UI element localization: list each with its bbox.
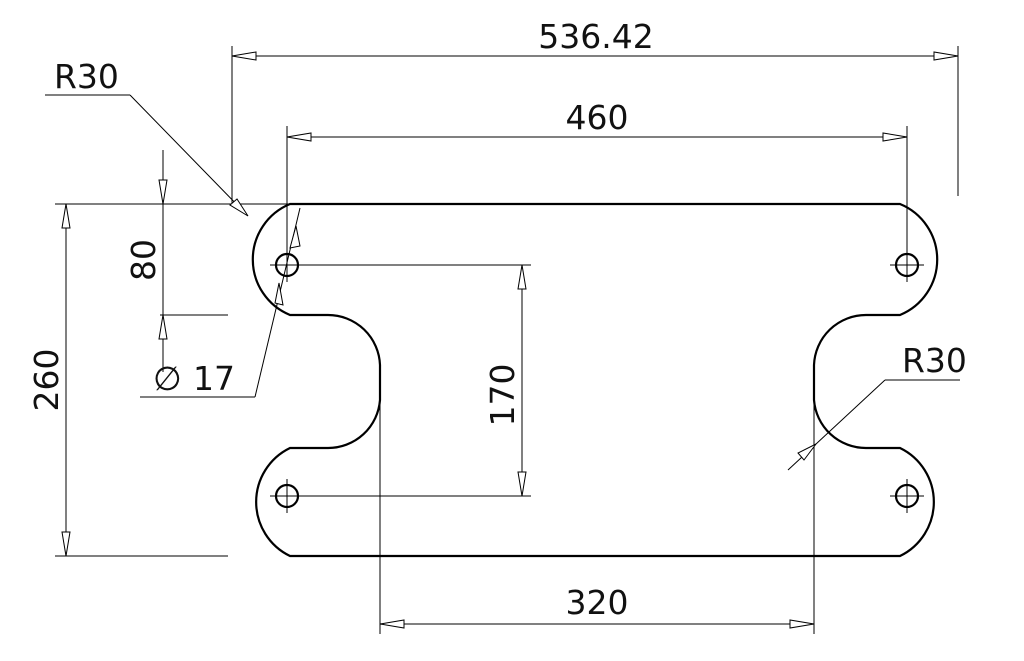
part-outline	[251, 202, 939, 558]
dimension-label-hole-spacing-y: 170	[483, 364, 522, 427]
hole-top-right	[890, 248, 924, 282]
dimension-offset: 80	[124, 150, 228, 372]
dimension-height: 260	[27, 203, 290, 557]
hole-bottom-right	[890, 479, 924, 513]
dimension-label-radius-right: R30	[902, 341, 967, 380]
dimension-label-hole-diameter-symbol: ∅	[153, 359, 182, 398]
hole-top-left	[270, 248, 304, 282]
leader-hole-diameter: ∅ 17	[140, 207, 301, 398]
dimension-label-overall-width: 536.42	[538, 17, 653, 56]
leader-radius-left: R30	[45, 57, 249, 217]
dimension-label-height: 260	[27, 349, 66, 412]
dimension-hole-spacing-y: 170	[300, 264, 531, 497]
hole-bottom-left	[270, 479, 304, 513]
dimension-overall-width: 536.42	[231, 17, 959, 205]
mounting-holes	[270, 248, 924, 513]
dimension-label-offset: 80	[124, 239, 163, 281]
dimension-label-radius-left: R30	[54, 57, 119, 96]
dimension-slot-spacing: 320	[379, 395, 815, 634]
leader-radius-right: R30	[787, 341, 967, 471]
dimension-label-hole-spacing-x: 460	[566, 98, 629, 137]
dimension-label-slot-spacing: 320	[566, 583, 629, 622]
dimension-hole-spacing-x: 460	[286, 98, 908, 252]
dimension-label-hole-diameter: 17	[193, 359, 235, 398]
